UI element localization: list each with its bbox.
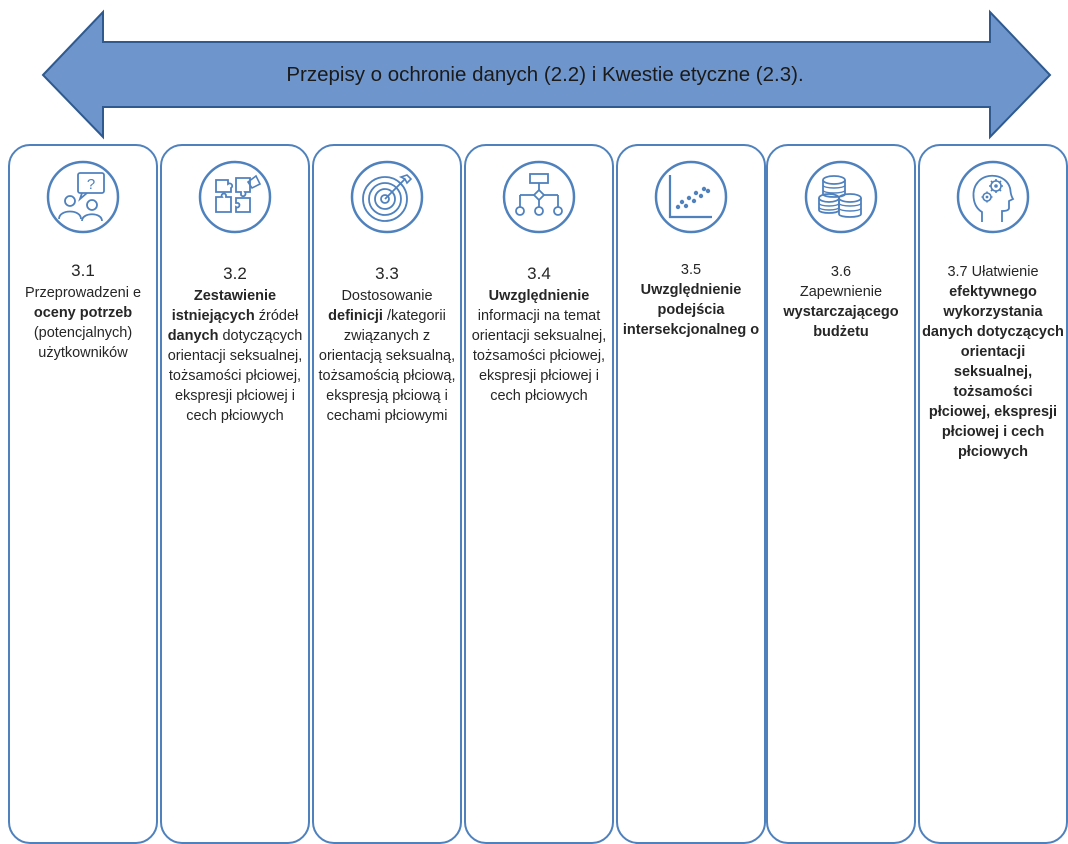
step-column-2 <box>160 144 310 844</box>
scatter-chart-icon <box>654 160 728 234</box>
svg-text:?: ? <box>87 176 95 193</box>
step-number-2: 3.2 <box>223 264 247 283</box>
banner-arrow <box>41 9 1052 140</box>
step-number-3: 3.3 <box>375 264 399 283</box>
step-label-4: Uwzględnienie informacji na temat orient… <box>471 288 607 404</box>
step-column-5 <box>616 144 766 844</box>
step-number-1: 3.1 <box>71 261 95 280</box>
banner-title: Przepisy o ochronie danych (2.2) i Kwest… <box>286 63 804 86</box>
step-text-5: 3.5 Uwzględnienie podejścia intersekcjon… <box>619 260 763 340</box>
puzzle-icon <box>198 160 272 234</box>
step-label-5: Uwzględnienie podejścia intersekcjonalne… <box>622 282 760 338</box>
step-label-7: efektywnego wykorzystania danych dotyczą… <box>922 284 1064 460</box>
step-column-4 <box>464 144 614 844</box>
step-text-1: 3.1 Przeprowadzeni e oceny potrzeb (pote… <box>11 259 155 363</box>
step-number-5: 3.5 <box>680 262 702 278</box>
target-icon <box>350 160 424 234</box>
flowchart-icon <box>502 160 576 234</box>
step-label-2: Zestawienie istniejących źródeł danych d… <box>167 288 303 424</box>
step-column-6 <box>766 144 916 844</box>
step-number-7: 3.7 Ułatwienie <box>947 264 1039 280</box>
step-label-3: Dostosowanie definicji /kategorii związa… <box>318 288 456 424</box>
coins-icon <box>804 160 878 234</box>
step-column-1 <box>8 144 158 844</box>
step-number-6: 3.6 <box>830 264 852 280</box>
user-question-icon: ? <box>46 160 120 234</box>
step-text-4: 3.4 Uwzględnienie informacji na temat or… <box>467 262 611 406</box>
step-text-6: 3.6 Zapewnienie wystarczającego budżetu <box>769 262 913 342</box>
step-number-4: 3.4 <box>527 264 551 283</box>
banner-arrow-shape <box>41 9 1052 140</box>
step-text-7: 3.7 Ułatwienie efektywnego wykorzystania… <box>921 262 1065 462</box>
step-text-2: 3.2 Zestawienie istniejących źródeł dany… <box>163 262 307 426</box>
head-gears-icon <box>956 160 1030 234</box>
step-column-3 <box>312 144 462 844</box>
step-column-7 <box>918 144 1068 844</box>
step-label-6: Zapewnienie wystarczającego budżetu <box>783 284 899 340</box>
step-label-1: Przeprowadzeni e oceny potrzeb (potencja… <box>24 285 142 361</box>
step-text-3: 3.3 Dostosowanie definicji /kategorii zw… <box>315 262 459 426</box>
